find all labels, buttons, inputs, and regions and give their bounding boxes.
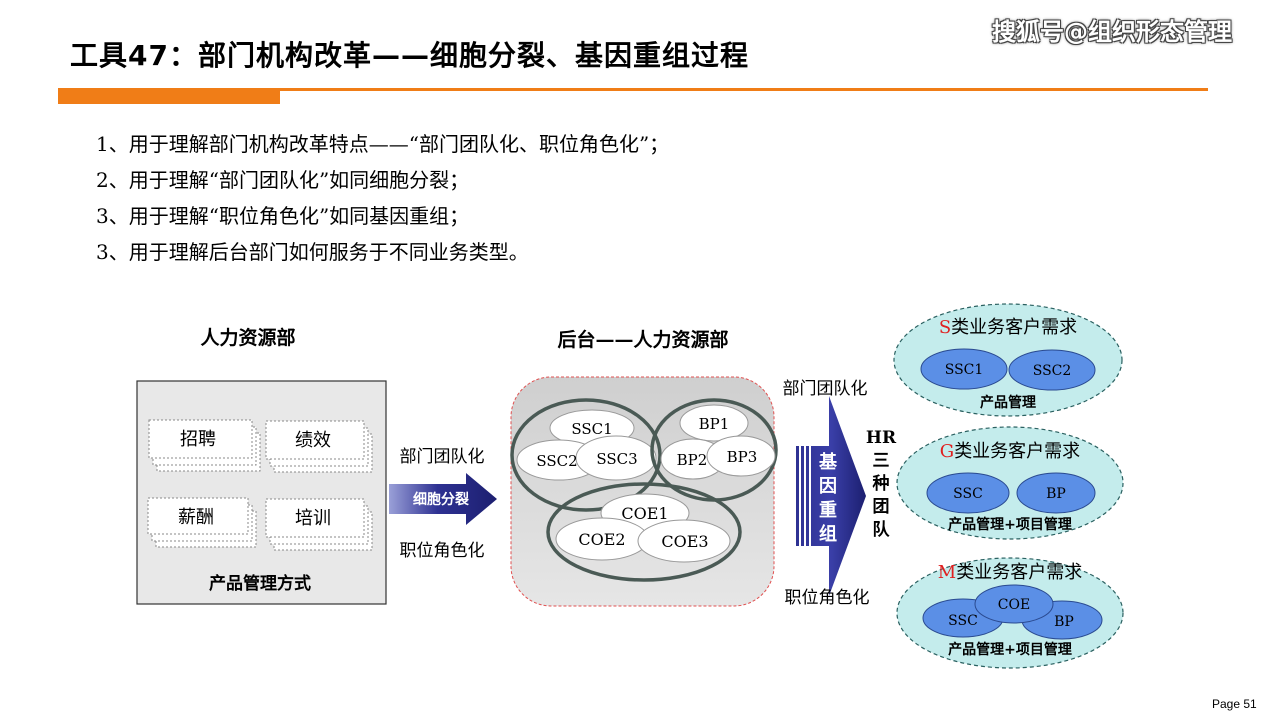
purpose-item: 1、用于理解部门机构改革特点——“部门团队化、职位角色化”； [96,132,670,156]
arrow2-label: 基 因 重 组 [818,451,838,545]
watermark: 搜狐号@组织形态管理 [992,18,1232,46]
m-unit-label: COE [998,597,1030,613]
purpose-item: 2、用于理解“部门团队化”如同细胞分裂； [96,168,470,192]
g-unit-label: BP [1046,486,1066,502]
coe-label: COE1 [621,504,668,523]
bp-unit [679,404,749,442]
title-underline-accent [58,88,280,104]
bp-label: BP1 [699,415,730,433]
m-group-footer: 产品管理+项目管理 [948,641,1072,658]
ssc-label: SSC2 [536,452,577,470]
m-group-title: M类业务客户需求 [938,562,1082,583]
page-title: 工具47：部门机构改革——细胞分裂、基因重组过程 [70,39,749,72]
coe-unit [637,519,731,563]
coe-label: COE3 [661,532,708,551]
hr-label-part: 团 [873,497,890,517]
arrow2-label-char: 因 [819,476,837,497]
arrow2-label-char: 组 [819,523,837,545]
s-unit [1008,349,1096,391]
card-label: 培训 [295,508,331,529]
g-unit [1016,472,1096,514]
arrow1-label: 细胞分裂 [413,491,469,508]
ssc-label: SSC3 [596,450,637,468]
card-stack-recruit: 招聘 [148,419,261,472]
bp-label: BP3 [727,448,758,466]
hr-label-part: 种 [872,473,890,494]
arrow2-label-char: 重 [819,499,837,521]
coe-label: COE2 [578,530,625,549]
arrow1-top-text: 部门团队化 [400,447,485,467]
arrow2-stripes [799,446,811,546]
hr-three-teams-label: HR 三 种 团 队 [866,428,897,540]
ssc-unit [575,435,657,481]
ssc-team-ring [510,398,662,512]
title-underline [58,88,1208,91]
left-panel-footer: 产品管理方式 [209,573,311,594]
coe-team-ring [546,482,742,582]
arrow2-bottom-text: 职位角色化 [785,588,870,608]
arrow1-bottom-text: 职位角色化 [400,541,485,561]
hr-label-part: HR [866,428,897,448]
s-group-footer: 产品管理 [980,394,1036,411]
s-unit [920,348,1008,390]
page-number: Page 51 [1212,697,1257,711]
hr-label-part: 队 [873,519,891,540]
cell-division-arrow [389,473,497,525]
gene-recombination-arrow [796,396,866,596]
m-unit-label: BP [1054,614,1074,630]
card-stack-compensation: 薪酬 [147,497,257,548]
ssc-label: SSC1 [571,420,612,438]
g-unit [926,472,1010,514]
arrow2-top-text: 部门团队化 [783,379,868,399]
s-group-title: S类业务客户需求 [939,317,1077,338]
purpose-item: 3、用于理解“职位角色化”如同基因重组； [96,204,470,228]
s-unit-label: SSC2 [1033,363,1072,379]
left-panel-heading: 人力资源部 [200,326,295,349]
purpose-item: 3、用于理解后台部门如何服务于不同业务类型。 [96,240,529,264]
g-group-title: G类业务客户需求 [940,441,1080,462]
card-label: 薪酬 [178,507,214,528]
middle-panel-heading: 后台——人力资源部 [557,328,728,351]
g-group-footer: 产品管理+项目管理 [948,516,1072,533]
arrow2-label-char: 基 [818,451,838,473]
card-stack-training: 培训 [265,498,373,551]
card-label: 绩效 [295,430,331,451]
hr-department-box [136,380,387,605]
hr-label-part: 三 [873,451,890,471]
s-unit-label: SSC1 [945,362,984,378]
m-unit [974,584,1054,624]
m-unit-label: SSC [948,613,978,629]
bp-label: BP2 [677,451,708,469]
card-label: 招聘 [180,429,216,450]
card-stack-performance: 绩效 [265,420,373,473]
purpose-list: 1、用于理解部门机构改革特点——“部门团队化、职位角色化”； 2、用于理解“部门… [96,126,669,270]
bp-unit [706,435,776,477]
g-unit-label: SSC [953,486,983,502]
